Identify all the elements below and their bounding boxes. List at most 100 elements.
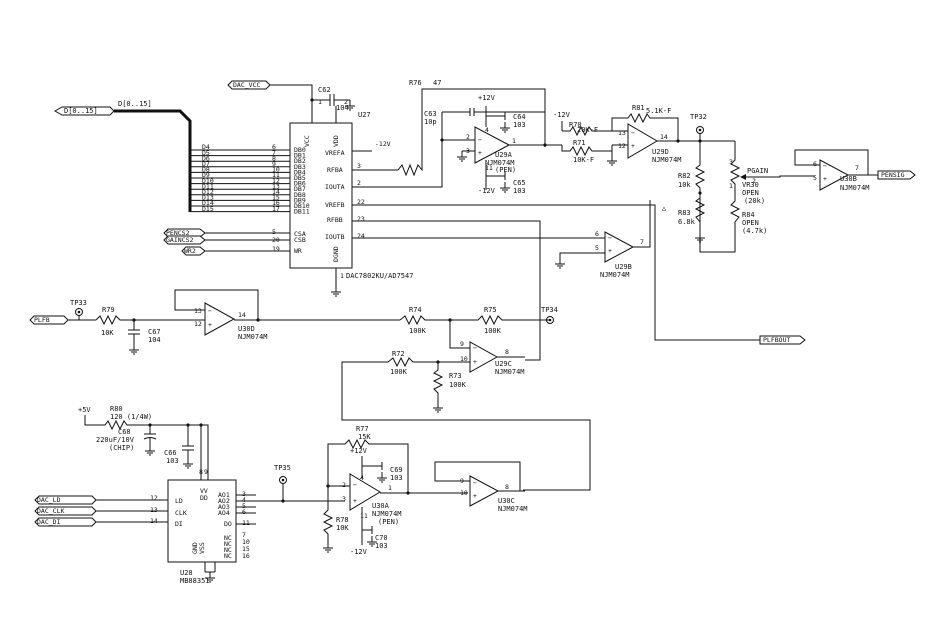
svg-text:2: 2 — [466, 133, 470, 141]
svg-text:NC: NC — [224, 540, 232, 548]
svg-text:10: 10 — [460, 489, 468, 497]
bus-bit-label: D6 — [202, 154, 210, 162]
svg-text:22: 22 — [357, 198, 365, 206]
u27-part: DAC7802KU/AD7547 — [346, 272, 413, 280]
svg-text:1: 1 — [340, 272, 344, 280]
svg-text:6.8k: 6.8k — [678, 218, 696, 226]
svg-text:(20k): (20k) — [744, 197, 765, 205]
svg-text:IOUTA: IOUTA — [325, 183, 345, 191]
svg-text:PLFB: PLFB — [34, 316, 50, 324]
bus-bit-label: D12 — [202, 188, 214, 196]
power-filter: +5V R80 120 (1/4W) C68 220uF/10V (CHIP) … — [78, 405, 209, 470]
svg-text:R82: R82 — [678, 172, 691, 180]
u27-pin-number: 12 — [272, 177, 280, 185]
svg-text:7: 7 — [242, 531, 246, 539]
svg-text:U29A: U29A — [495, 151, 513, 159]
u30c-opamp: − + 9 10 8 U30C NJM074M — [434, 461, 528, 513]
svg-text:6: 6 — [242, 508, 246, 516]
svg-text:104: 104 — [336, 104, 349, 112]
u28-dac: VV DD 9 8 LD CLK DI 12 13 14 AO1 AO2 AO3… — [150, 468, 345, 585]
svg-text:VREFB: VREFB — [325, 201, 345, 209]
u30a-opamp: TP35 − + 2 3 1 4 11 U30A NJM074M (PEN) R… — [274, 425, 468, 556]
u27-pin-name: DB9 — [294, 196, 306, 204]
svg-text:5: 5 — [595, 244, 599, 252]
svg-text:1: 1 — [729, 182, 733, 190]
svg-text:9: 9 — [204, 468, 208, 476]
svg-text:−: − — [208, 307, 212, 315]
bus-bit-label: D9 — [202, 171, 210, 179]
svg-text:10: 10 — [460, 355, 468, 363]
svg-text:NJM074M: NJM074M — [238, 333, 268, 341]
svg-text:PGAIN: PGAIN — [747, 167, 768, 175]
svg-text:CSA: CSA — [294, 230, 306, 238]
svg-text:GND: GND — [191, 542, 199, 554]
svg-text:AO3: AO3 — [218, 503, 230, 511]
svg-text:U30D: U30D — [238, 325, 255, 333]
svg-text:U30A: U30A — [372, 502, 390, 510]
svg-text:C63: C63 — [424, 110, 437, 118]
svg-text:5: 5 — [272, 228, 276, 236]
u27-pin-name: DB10 — [294, 202, 310, 210]
svg-text:U28: U28 — [180, 569, 193, 577]
svg-text:-12V: -12V — [350, 548, 368, 556]
u29d-opamp: -12V R70 20K-F R71 10K-F − + 13 12 14 U2… — [553, 104, 735, 166]
svg-text:23: 23 — [357, 215, 365, 223]
u30d-opamp: − + 13 12 14 U30D NJM074M — [174, 289, 400, 341]
svg-text:12: 12 — [150, 494, 158, 502]
svg-text:U29B: U29B — [615, 263, 632, 271]
svg-text:10K: 10K — [101, 329, 114, 337]
serial-ports: DAC_LD DAC_CLK DAC_DI — [34, 495, 168, 527]
svg-text:DAC_CLK: DAC_CLK — [37, 507, 64, 515]
svg-text:4: 4 — [242, 496, 246, 504]
svg-text:2: 2 — [752, 177, 756, 185]
svg-text:100K: 100K — [409, 327, 427, 335]
svg-text:3: 3 — [729, 158, 733, 166]
svg-text:△: △ — [662, 204, 666, 212]
svg-text:NC: NC — [224, 534, 232, 542]
svg-text:CLK: CLK — [175, 509, 187, 517]
svg-text:(PEN): (PEN) — [495, 166, 516, 174]
svg-text:−: − — [608, 234, 612, 242]
svg-text:2: 2 — [344, 98, 348, 106]
bus-port: D[0..15] D[0..15] — [53, 100, 192, 212]
svg-text:7: 7 — [855, 164, 859, 172]
u27-pin-number: 9 — [272, 160, 276, 168]
svg-text:LD: LD — [175, 497, 183, 505]
svg-text:14: 14 — [150, 517, 158, 525]
bus-bit-label: D11 — [202, 182, 214, 190]
svg-text:12: 12 — [618, 142, 626, 150]
u27-pin-number: 10 — [272, 166, 280, 174]
svg-text:24: 24 — [357, 232, 365, 240]
svg-text:C68: C68 — [118, 428, 131, 436]
svg-text:16: 16 — [242, 552, 250, 560]
svg-text:AO1: AO1 — [218, 491, 230, 499]
u27-pin-number: 14 — [272, 188, 280, 196]
svg-text:13: 13 — [150, 506, 158, 514]
svg-text:IOUTB: IOUTB — [325, 233, 345, 241]
u27-pin-name: DB4 — [294, 168, 306, 176]
svg-text:+: + — [208, 321, 212, 329]
svg-text:120 (1/4W): 120 (1/4W) — [110, 413, 152, 421]
u27-pin-number: 17 — [272, 205, 280, 213]
svg-text:5: 5 — [813, 174, 817, 182]
svg-text:R73: R73 — [449, 372, 462, 380]
svg-text:3: 3 — [357, 162, 361, 170]
svg-text:2: 2 — [342, 481, 346, 489]
svg-text:OPEN: OPEN — [742, 189, 759, 197]
svg-text:-12V: -12V — [478, 187, 496, 195]
u27-pin-number: 7 — [272, 149, 276, 157]
u27-pin-name: DB3 — [294, 163, 306, 171]
svg-text:R76: R76 — [409, 79, 422, 87]
svg-text:103: 103 — [166, 457, 179, 465]
svg-text:+: + — [473, 358, 477, 366]
vref-stage: R76 47 C63 10p — [352, 79, 546, 188]
svg-text:R84: R84 — [742, 211, 755, 219]
bus-bit-label: D8 — [202, 166, 210, 174]
svg-text:R75: R75 — [484, 306, 497, 314]
svg-text:10: 10 — [242, 538, 250, 546]
svg-text:100K: 100K — [484, 327, 502, 335]
u27-ref: U27 — [358, 111, 371, 119]
svg-text:U29D: U29D — [652, 148, 669, 156]
svg-text:15K: 15K — [358, 433, 371, 441]
